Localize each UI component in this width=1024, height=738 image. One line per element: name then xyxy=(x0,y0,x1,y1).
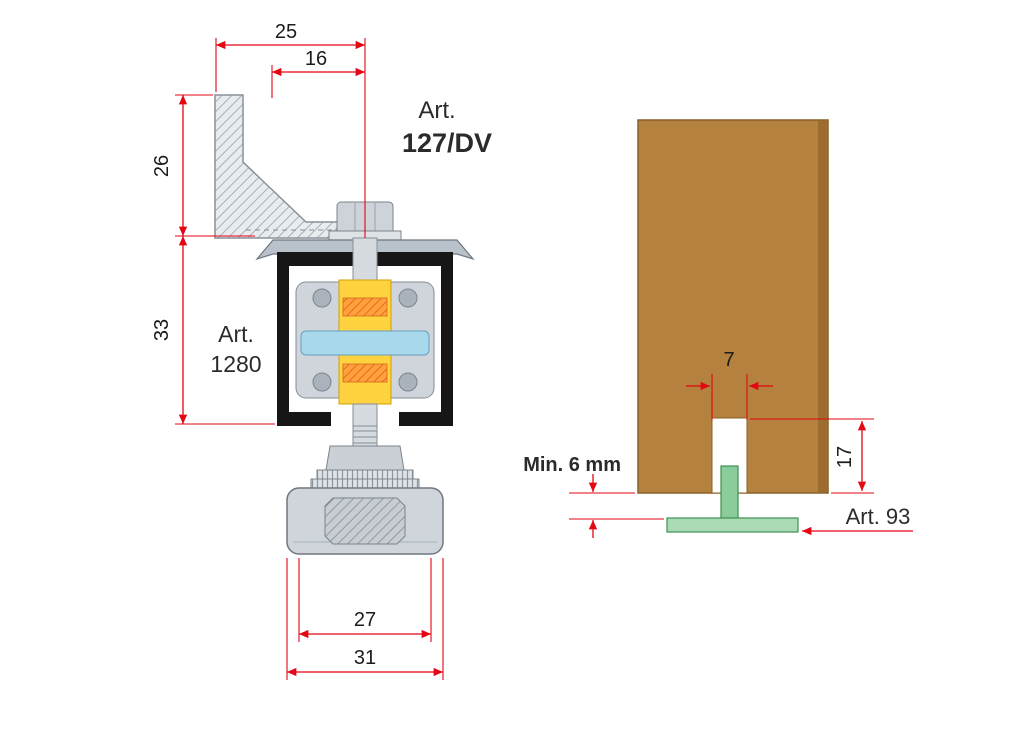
door-panel xyxy=(637,119,829,494)
adjustment-nut xyxy=(325,445,405,471)
guide-article-label: Art. 93 xyxy=(846,504,911,529)
trolley-band-top xyxy=(342,297,388,317)
dimension-min-6mm: Min. 6 mm xyxy=(523,454,664,538)
bearing-left-top xyxy=(312,288,332,308)
hanger-nut-section xyxy=(324,497,406,545)
door-edge-shade xyxy=(818,121,827,492)
guide-blade xyxy=(720,465,739,521)
track-article-label-line1: Art. xyxy=(218,321,254,347)
dimension-value-27: 27 xyxy=(354,609,376,631)
dimension-26: 26 xyxy=(151,94,255,237)
track-lip-left xyxy=(277,412,331,426)
dimension-33: 33 xyxy=(151,236,275,425)
track-wall-right xyxy=(441,252,453,426)
dimension-value-33: 33 xyxy=(151,319,173,341)
bearing-right-bottom xyxy=(398,372,418,392)
dimension-31: 31 xyxy=(286,558,444,680)
dimension-value-25: 25 xyxy=(275,21,297,43)
serrated-washer-large xyxy=(310,478,420,489)
guide-base-plate xyxy=(666,517,799,533)
dimension-27: 27 xyxy=(298,558,432,642)
trolley-band-bottom xyxy=(342,363,388,383)
bracket-article-label-line2: 127/DV xyxy=(402,128,492,158)
track-article-label-line2: 1280 xyxy=(210,351,261,377)
bearing-right-top xyxy=(398,288,418,308)
bolt-shaft-lower xyxy=(352,403,378,429)
clearance-label: Min. 6 mm xyxy=(523,454,621,476)
guide-callout: Art. 93 xyxy=(802,504,913,536)
axle-bar xyxy=(300,330,430,356)
floor-guide xyxy=(666,465,799,533)
door-groove xyxy=(711,417,748,494)
dimension-25: 25 xyxy=(215,21,366,238)
dimension-7: 7 xyxy=(686,349,773,420)
bearing-left-bottom xyxy=(312,372,332,392)
door-hanger xyxy=(286,425,444,555)
track-wall-left xyxy=(277,252,289,426)
dimension-value-17: 17 xyxy=(834,446,856,468)
dimension-16: 16 xyxy=(271,48,365,98)
wall-bracket-body xyxy=(214,94,364,239)
dimension-value-31: 31 xyxy=(354,647,376,669)
dimension-value-26: 26 xyxy=(151,155,173,177)
trolley-carriage xyxy=(295,237,435,429)
dimension-value-16: 16 xyxy=(305,48,327,70)
bolt-shaft-upper xyxy=(352,237,378,285)
dimension-17: 17 xyxy=(750,418,874,494)
dimension-value-7: 7 xyxy=(723,349,734,371)
serrated-washer-small xyxy=(316,469,414,480)
bracket-article-label-line1: Art. xyxy=(418,97,455,124)
track-lip-right xyxy=(399,412,453,426)
